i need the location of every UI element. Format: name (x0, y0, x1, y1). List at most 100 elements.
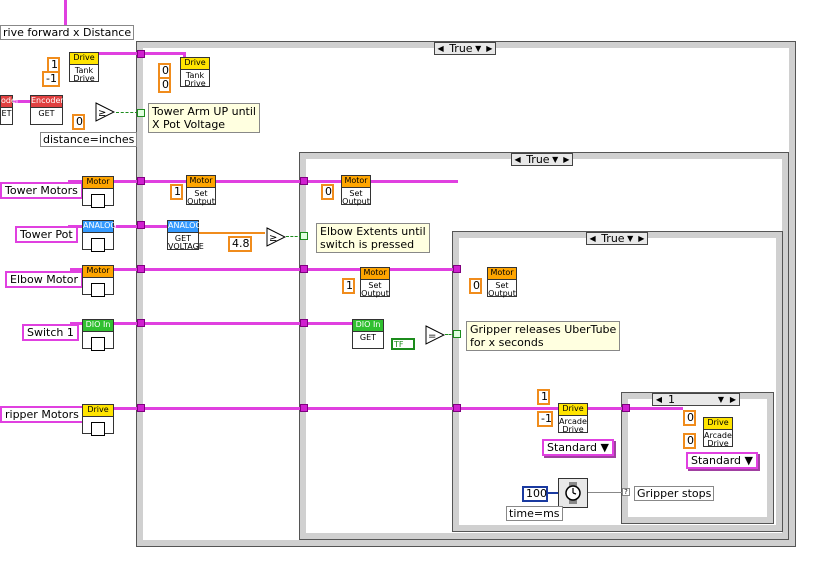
innermost-case-selector-value: 1 (668, 393, 675, 406)
vi-line: Output (361, 289, 389, 298)
wire-top-vertical[interactable] (64, 0, 67, 25)
outer-case-selector[interactable]: ◀ True ▼ ▶ (434, 42, 496, 55)
unknown-tunnel[interactable]: ? (622, 488, 630, 496)
wire-gripper-inner[interactable] (588, 407, 683, 410)
bool-tunnel[interactable] (300, 232, 308, 240)
greater-or-equal-icon[interactable]: ≥ (266, 227, 286, 247)
arcade-mode-ring-b[interactable]: Standard ▼ (686, 452, 759, 469)
tower-pot-refnum[interactable]: ANALOG (82, 220, 117, 252)
wire-gripper[interactable] (70, 407, 560, 410)
tower-motor-refnum[interactable]: Motor (82, 176, 114, 208)
wait-ms-const[interactable]: 100 (522, 486, 548, 502)
selector-decrement-arrow[interactable]: ◀ (514, 155, 521, 164)
elbow-output-const-a[interactable]: 1 (342, 278, 355, 294)
document-icon (91, 337, 105, 351)
selector-decrement-arrow[interactable]: ◀ (589, 234, 596, 243)
tank-left-const[interactable]: 1 (47, 57, 60, 73)
dio-get-vi[interactable]: DIO In GET (352, 319, 384, 349)
tunnel[interactable] (137, 404, 145, 412)
tunnel[interactable] (137, 319, 145, 327)
middle-output-const[interactable]: 0 (321, 184, 334, 200)
wire-tower-pot[interactable] (68, 225, 168, 228)
selector-dropdown-arrow[interactable]: ▼ (475, 44, 482, 53)
tunnel[interactable] (300, 404, 308, 412)
wire-compare-out-2[interactable] (286, 236, 302, 238)
distance-const[interactable]: 0 (72, 114, 85, 130)
encoder-get-vi[interactable]: Encoder GET (30, 95, 64, 125)
wait-ms-vi[interactable] (558, 478, 588, 508)
tank-inner-right-const[interactable]: 0 (158, 77, 171, 93)
vi-line: Output (342, 197, 370, 206)
selector-dropdown-arrow[interactable]: ▼ (717, 395, 725, 404)
greater-or-equal-icon[interactable]: ≥ (95, 102, 115, 122)
wire-gripper-stops[interactable] (588, 492, 624, 493)
switch-refnum[interactable]: DIO In (82, 319, 114, 351)
vi-header: Motor (83, 266, 113, 278)
voltage-const[interactable]: 4.8 (228, 236, 252, 252)
equal-icon[interactable]: = (425, 325, 445, 345)
elbow-output-const-b[interactable]: 0 (469, 278, 482, 294)
gripper-refnum[interactable]: Drive (82, 404, 114, 436)
arcade-b-in1-const[interactable]: 0 (683, 410, 696, 426)
arcade-in2-const[interactable]: -1 (537, 411, 553, 427)
wire-compare-out[interactable] (116, 112, 138, 114)
tower-output-const[interactable]: 1 (170, 184, 183, 200)
inner-case-selector[interactable]: ◀ True ▼ ▶ (586, 232, 648, 245)
wire-voltage-out[interactable] (199, 232, 265, 234)
tank-right-const[interactable]: -1 (42, 71, 60, 87)
selector-decrement-arrow[interactable]: ◀ (655, 395, 663, 404)
selector-increment-arrow[interactable]: ▶ (486, 44, 493, 53)
ring-value: Standard (547, 441, 598, 454)
wire-tower-motors[interactable] (68, 180, 458, 183)
tunnel[interactable] (300, 177, 308, 185)
gripper-motors-control[interactable]: ripper Motors (0, 406, 84, 423)
wire-elbow-motor[interactable] (70, 268, 460, 271)
selector-dropdown-arrow[interactable]: ▼ (627, 234, 634, 243)
middle-case-selector[interactable]: ◀ True ▼ ▶ (511, 153, 573, 166)
tunnel[interactable] (453, 404, 461, 412)
arcade-mode-ring-a[interactable]: Standard ▼ (542, 439, 615, 456)
tank-inner-left-const[interactable]: 0 (158, 63, 171, 79)
tower-motors-control[interactable]: Tower Motors (0, 182, 83, 199)
refnum-icon (83, 233, 113, 254)
tunnel[interactable] (622, 404, 630, 412)
switch-1-control[interactable]: Switch 1 (22, 324, 79, 341)
tower-pot-control[interactable]: Tower Pot (15, 226, 78, 243)
arcade-in1-const[interactable]: 1 (537, 389, 550, 405)
selector-increment-arrow[interactable]: ▶ (638, 234, 645, 243)
selector-dropdown-arrow[interactable]: ▼ (552, 155, 559, 164)
tunnel[interactable] (300, 265, 308, 273)
wire-wait-ms[interactable] (548, 492, 560, 494)
bool-false-const[interactable]: TF (391, 338, 415, 350)
vi-line: Drive (73, 74, 95, 83)
selector-decrement-arrow[interactable]: ◀ (437, 44, 444, 53)
innermost-case-selector[interactable]: ◀ 1 ▼ ▶ (652, 393, 740, 406)
bool-tunnel[interactable] (453, 330, 461, 338)
selector-increment-arrow[interactable]: ▶ (729, 395, 737, 404)
bool-tunnel[interactable] (137, 109, 145, 117)
wire-compare-out-3[interactable] (445, 334, 455, 336)
selector-increment-arrow[interactable]: ▶ (563, 155, 570, 164)
elbow-motor-refnum[interactable]: Motor (82, 265, 114, 297)
arcade-b-in2-const[interactable]: 0 (683, 433, 696, 449)
tunnel[interactable] (137, 50, 145, 58)
wire-encoder[interactable] (12, 100, 30, 103)
tunnel[interactable] (137, 221, 145, 229)
tunnel[interactable] (137, 265, 145, 273)
elbow-motor-control[interactable]: Elbow Motor (5, 271, 83, 288)
tunnel[interactable] (300, 319, 308, 327)
tunnel[interactable] (137, 177, 145, 185)
encoder-small-vi[interactable]: oder ET (0, 95, 19, 125)
wire-switch[interactable] (70, 322, 355, 325)
tunnel[interactable] (453, 265, 461, 273)
svg-text:=: = (428, 331, 436, 342)
